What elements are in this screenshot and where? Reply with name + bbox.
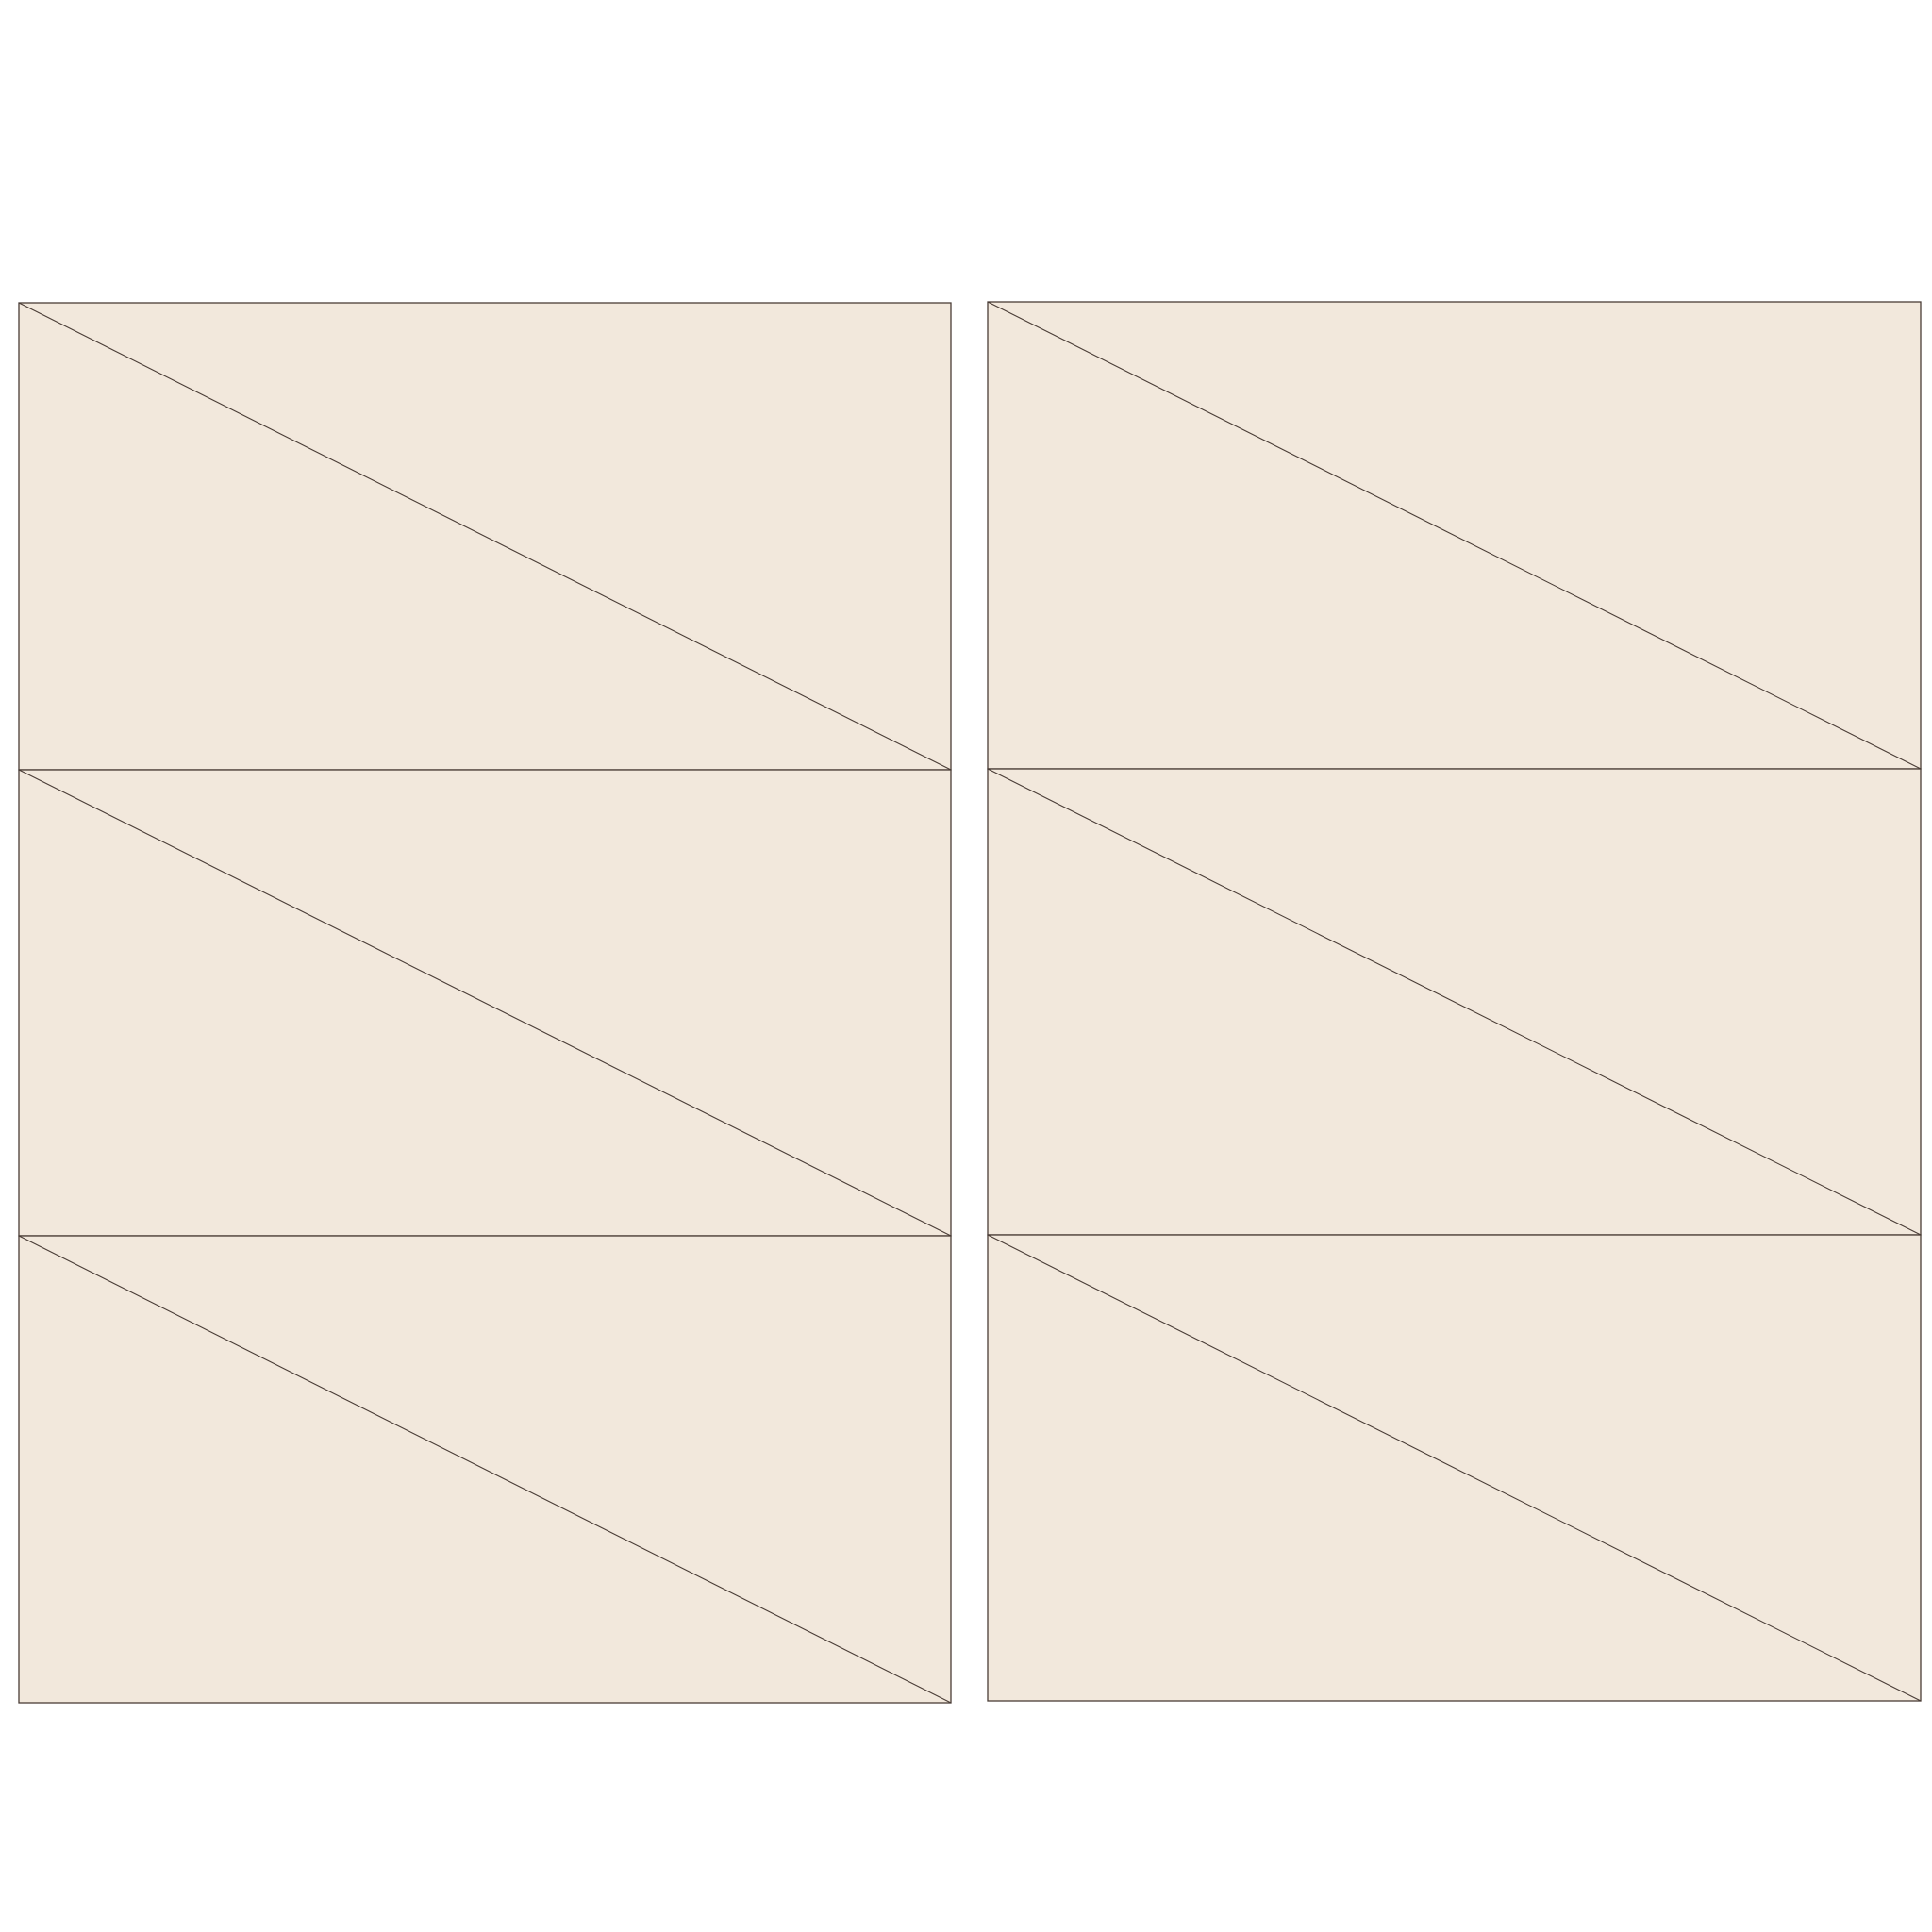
left-panel-2-diagonal <box>18 769 952 1237</box>
right-panel-3-diagonal <box>987 1234 1922 1702</box>
right-panel-2-diagonal <box>987 768 1922 1236</box>
right-panel-1-diagonal <box>987 301 1922 770</box>
right-column <box>987 301 1922 1702</box>
left-column <box>18 302 952 1704</box>
left-panel-3-diagonal <box>18 1235 952 1704</box>
left-panel-1-diagonal <box>18 302 952 771</box>
